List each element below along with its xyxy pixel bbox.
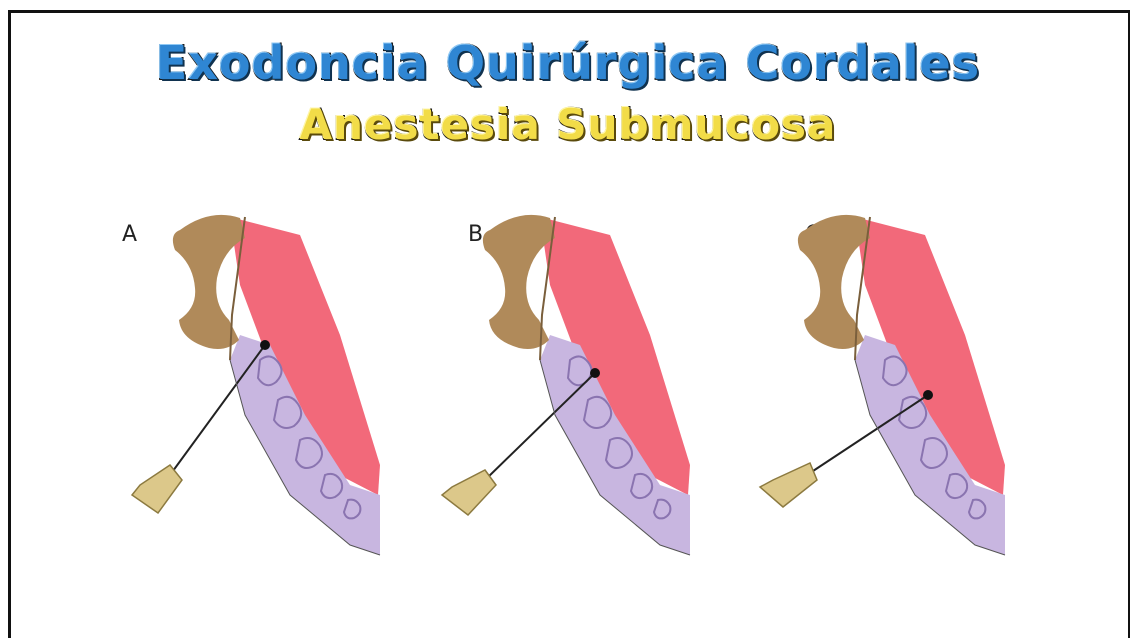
bone: [173, 215, 245, 349]
needle-hub: [760, 463, 817, 507]
mandible-diagram-b: [430, 195, 730, 575]
slide-title: Exodoncia Quirúrgica Cordales: [0, 36, 1136, 90]
needle-hub: [442, 470, 496, 515]
slide-subtitle: Anestesia Submucosa: [0, 100, 1136, 149]
injection-point: [260, 340, 270, 350]
injection-point: [923, 390, 933, 400]
needle-hub: [132, 465, 182, 513]
mandible-diagram-c: [745, 195, 1045, 575]
injection-point: [590, 368, 600, 378]
mandible-diagram-a: [120, 195, 420, 575]
bone: [483, 215, 555, 349]
bone: [798, 215, 870, 349]
